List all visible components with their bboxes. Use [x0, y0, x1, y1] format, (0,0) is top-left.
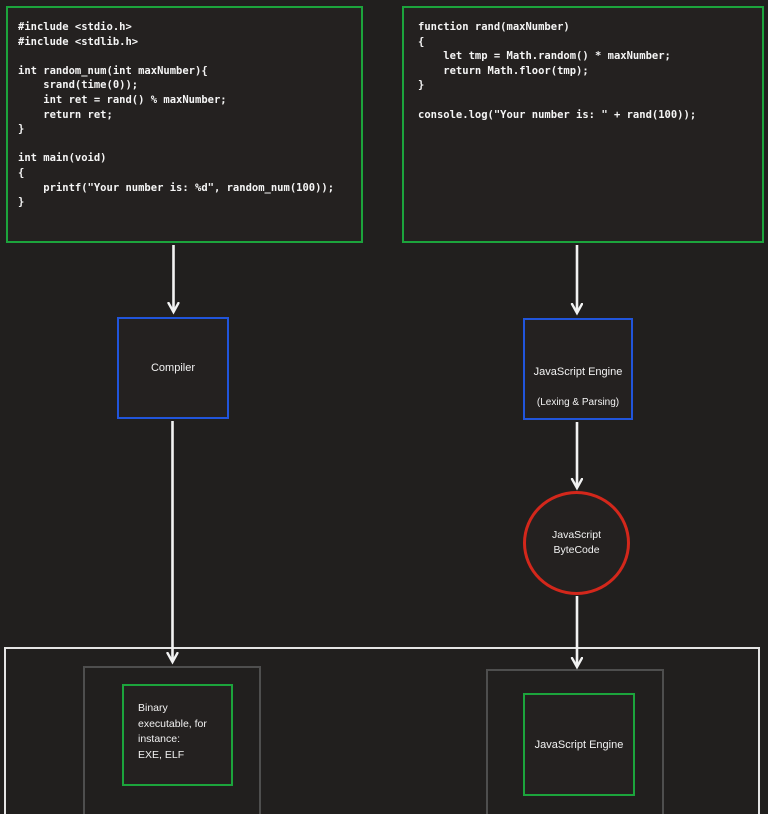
c-source-code-box: #include <stdio.h> #include <stdlib.h> i…	[6, 6, 363, 243]
runtime-js-engine-label: JavaScript Engine	[534, 738, 624, 751]
js-engine-box: JavaScript Engine (Lexing & Parsing)	[523, 318, 633, 420]
runtime-container-binary	[83, 666, 261, 814]
execution-environment-container	[4, 647, 760, 814]
js-engine-sublabel: (Lexing & Parsing)	[536, 397, 620, 408]
compiler-box: Compiler	[117, 317, 229, 419]
compiler-label: Compiler	[150, 362, 195, 374]
js-source-code-box: function rand(maxNumber) { let tmp = Mat…	[402, 6, 764, 243]
runtime-js-engine-box: JavaScript Engine	[523, 693, 635, 796]
js-engine-label: JavaScript Engine	[533, 366, 623, 378]
binary-executable-box: Binary executable, for instance: EXE, EL…	[122, 684, 233, 786]
bytecode-circle: JavaScript ByteCode	[523, 491, 630, 595]
bytecode-label-line2: ByteCode	[553, 544, 600, 556]
bytecode-label-line1: JavaScript	[551, 529, 602, 541]
runtime-container-js-engine	[486, 669, 664, 814]
